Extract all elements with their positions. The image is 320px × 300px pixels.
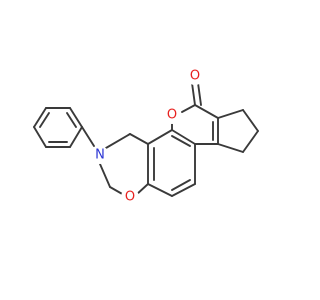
- molecule-structure: N O O O: [33, 67, 259, 206]
- bond: [129, 133, 149, 145]
- bond: [81, 126, 95, 147]
- bond: [181, 104, 196, 113]
- bond: [69, 126, 83, 148]
- bond: [217, 109, 244, 119]
- bond: [147, 129, 173, 145]
- bond: [147, 183, 173, 197]
- nitrogen-atom: N: [95, 148, 105, 163]
- bond: [194, 104, 219, 119]
- bond: [69, 107, 83, 128]
- atom-background: [121, 188, 139, 206]
- bond-double-inner: [171, 179, 191, 191]
- atom-background: [163, 106, 181, 124]
- bond: [191, 82, 196, 106]
- bond: [171, 183, 196, 197]
- atom-background: [186, 67, 204, 85]
- ring-oxygen-atom: O: [167, 108, 177, 123]
- bond-double-inner: [39, 112, 50, 128]
- bond-double-inner: [171, 135, 191, 147]
- carbonyl-oxygen-atom: O: [190, 69, 200, 84]
- bond: [242, 109, 259, 132]
- bond: [33, 107, 47, 128]
- bond: [242, 130, 259, 153]
- bond-layer: [33, 82, 259, 197]
- bond: [197, 82, 202, 106]
- bond-double-inner: [66, 112, 77, 128]
- atom-labels: N O O O: [91, 67, 204, 206]
- bond: [33, 126, 47, 148]
- bond: [217, 143, 244, 153]
- oxazine-oxygen-atom: O: [125, 190, 135, 205]
- bond: [99, 163, 111, 188]
- atom-background: [91, 146, 109, 164]
- bond: [105, 133, 131, 149]
- bond: [171, 129, 196, 145]
